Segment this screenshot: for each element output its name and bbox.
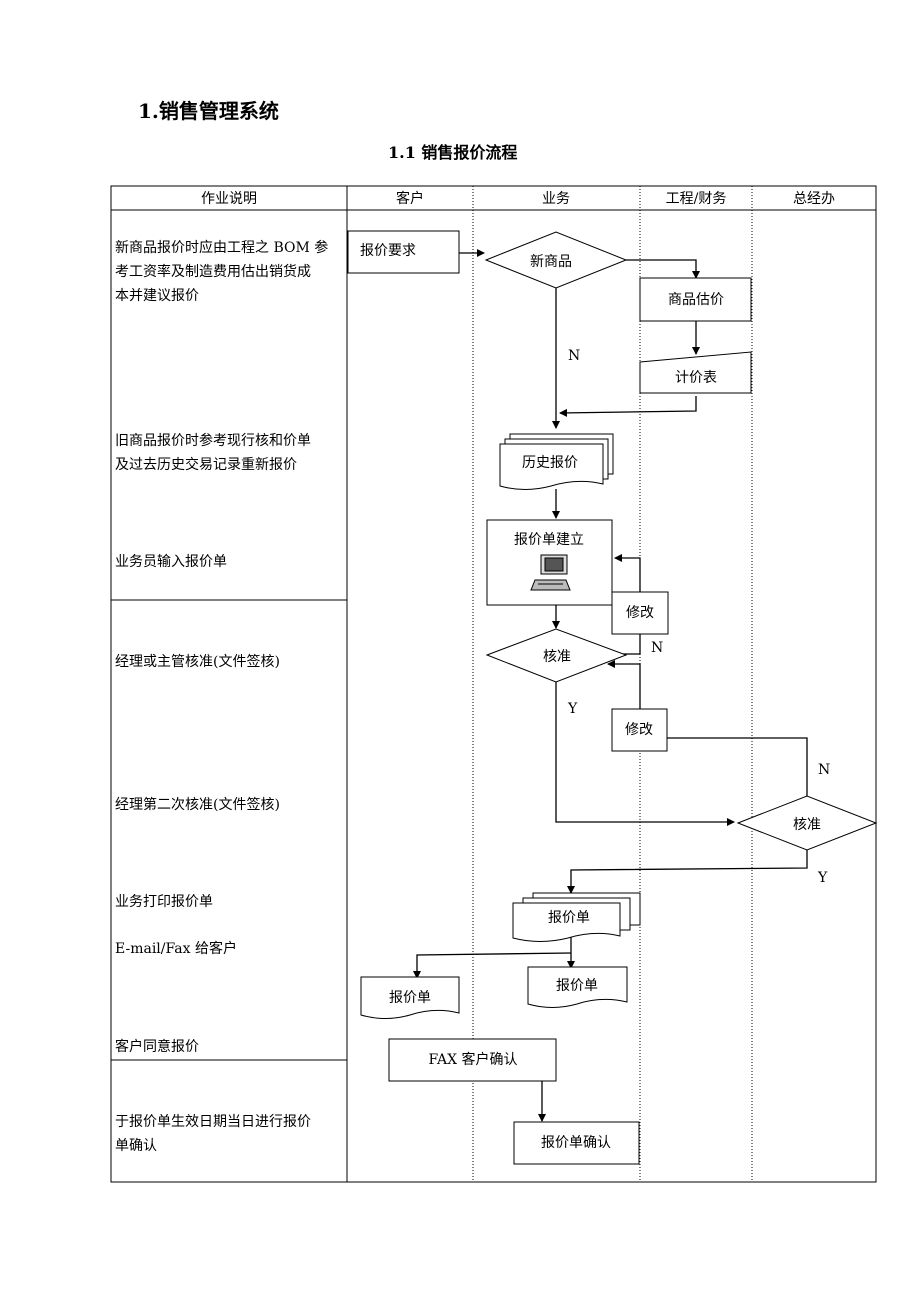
desc-email-fax: E-mail/Fax 给客户 bbox=[115, 940, 237, 957]
modify-node-1: 修改 bbox=[611, 591, 669, 635]
modify-label-2: 修改 bbox=[625, 722, 653, 738]
price-sheet-label: 计价表 bbox=[675, 370, 717, 386]
desc-second-approval: 经理第二次核准(文件签核) bbox=[115, 796, 280, 813]
new-product-decision: 新商品 bbox=[484, 231, 628, 289]
branch-label-y-approve2: Y bbox=[817, 870, 828, 886]
column-header-general-office: 总经办 bbox=[793, 191, 835, 207]
create-quote-label: 报价单建立 bbox=[514, 532, 584, 548]
estimate-node: 商品估价 bbox=[639, 277, 752, 322]
quote-confirm-node: 报价单确认 bbox=[513, 1121, 640, 1165]
history-quote-label: 历史报价 bbox=[522, 455, 578, 471]
quote-stack-node bbox=[512, 892, 641, 942]
section-title: 1.销售管理系统 bbox=[138, 99, 279, 123]
new-product-label: 新商品 bbox=[530, 254, 572, 270]
column-header-business: 业务 bbox=[542, 191, 570, 207]
approve-label-2: 核准 bbox=[793, 817, 821, 833]
desc-input-quote: 业务员输入报价单 bbox=[115, 554, 227, 570]
create-quote-node: 报价单建立 bbox=[486, 519, 613, 606]
desc-customer-agree: 客户同意报价 bbox=[115, 1038, 199, 1055]
column-headers: 作业说明 客户 业务 工程/财务 总经办 bbox=[201, 190, 835, 207]
branch-label-n-approve1: N bbox=[651, 640, 663, 656]
fax-confirm-label: FAX 客户确认 bbox=[428, 1051, 517, 1068]
branch-label-y-approve1: Y bbox=[567, 701, 578, 717]
branch-label-n-approve2: N bbox=[818, 762, 830, 778]
quote-request-node: 报价要求 bbox=[347, 230, 460, 274]
desc-print-quote: 业务打印报价单 bbox=[115, 893, 213, 910]
approve-decision-1: 核准 bbox=[485, 628, 628, 683]
quote-confirm-label: 报价单确认 bbox=[541, 1135, 611, 1151]
modify-node-2: 修改 bbox=[611, 708, 668, 752]
quote-doc-business-node: 报价单 bbox=[527, 966, 628, 1008]
desc-confirm-1: 于报价单生效日期当日进行报价 bbox=[115, 1114, 311, 1130]
history-quote-node bbox=[499, 433, 614, 490]
modify-label-1: 修改 bbox=[626, 605, 654, 621]
column-header-description: 作业说明 bbox=[201, 191, 257, 207]
branch-label-n-new: N bbox=[568, 348, 580, 364]
step-descriptions: 新商品报价时应由工程之 BOM 参 考工资率及制造费用估出销货成 本并建议报价 … bbox=[115, 239, 328, 1154]
approve-decision-2: 核准 bbox=[736, 795, 878, 851]
price-sheet-node: 计价表 bbox=[639, 351, 752, 394]
desc-old-product-1: 旧商品报价时参考现行核和价单 bbox=[115, 432, 311, 449]
column-header-engineering-finance: 工程/财务 bbox=[666, 191, 727, 207]
connectors bbox=[413, 249, 808, 1122]
subsection-title: 1.1 销售报价流程 bbox=[388, 143, 518, 162]
approve-label-1: 核准 bbox=[543, 649, 571, 665]
quote-doc-customer-label: 报价单 bbox=[389, 990, 431, 1006]
computer-icon bbox=[530, 554, 571, 591]
desc-new-product-3: 本并建议报价 bbox=[115, 288, 199, 304]
desc-confirm-2: 单确认 bbox=[115, 1138, 157, 1154]
desc-new-product-2: 考工资率及制造费用估出销货成 bbox=[115, 263, 311, 280]
desc-first-approval: 经理或主管核准(文件签核) bbox=[115, 653, 280, 670]
desc-new-product-1: 新商品报价时应由工程之 BOM 参 bbox=[115, 239, 328, 256]
quote-request-label: 报价要求 bbox=[360, 243, 416, 259]
quote-doc-business-label: 报价单 bbox=[556, 978, 598, 994]
estimate-label: 商品估价 bbox=[668, 292, 724, 308]
quote-stack-label: 报价单 bbox=[548, 910, 590, 926]
fax-confirm-node: FAX 客户确认 bbox=[388, 1038, 557, 1082]
quote-doc-customer-node: 报价单 bbox=[360, 976, 460, 1019]
swimlane-table bbox=[110, 185, 877, 1183]
desc-old-product-2: 及过去历史交易记录重新报价 bbox=[115, 456, 297, 473]
column-header-customer: 客户 bbox=[396, 190, 424, 207]
